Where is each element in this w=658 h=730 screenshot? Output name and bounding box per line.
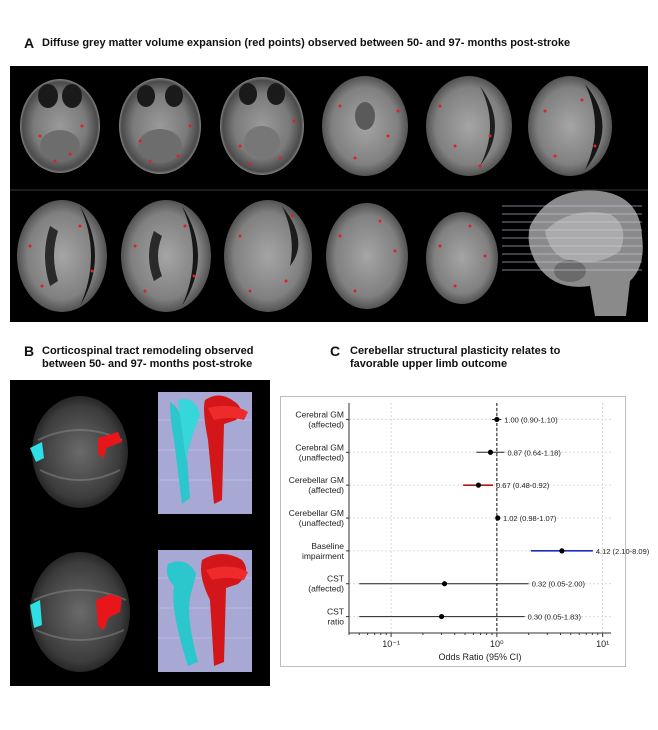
ci-text-0: 1.00 (0.90-1.10) [504, 415, 558, 424]
point-estimate-0 [494, 416, 500, 423]
row-label-0-line1: Cerebral GM [295, 409, 344, 419]
axial-slice-5 [426, 76, 512, 176]
panel-a-image [10, 66, 648, 322]
x-tick-label-0: 10⁻¹ [382, 639, 400, 649]
axial-slice-3 [220, 77, 304, 175]
panel-b-letter: B [24, 343, 35, 359]
dti-slice-top [30, 396, 128, 508]
row-label-3-line1: Cerebellar GM [289, 508, 344, 518]
ci-text-2: 0.67 (0.48-0.92) [496, 481, 550, 490]
row-label-2-line2: (affected) [308, 485, 344, 495]
row-label-4-line1: Baseline [311, 541, 344, 551]
panel-b-title-line1: Corticospinal tract remodeling observed [42, 345, 254, 357]
panel-c-title-line2: favorable upper limb outcome [350, 358, 508, 370]
row-label-6-line1: CST [327, 607, 344, 617]
row-label-2-line1: Cerebellar GM [289, 475, 344, 485]
dti-slice-bottom [30, 552, 130, 672]
red-points [28, 98, 597, 293]
axial-slice-11 [426, 212, 498, 304]
x-axis-label: Odds Ratio (95% CI) [438, 652, 521, 662]
tractography-figure [30, 392, 252, 672]
row-label-1-line2: (unaffected) [299, 452, 344, 462]
forest-plot-frame: 10⁻¹ 10⁰ 10¹ Odds Ratio (95% CI) Cerebral GM… [280, 396, 650, 667]
point-estimate-5 [441, 581, 448, 587]
axial-slice-1 [20, 79, 100, 173]
panel-c-letter: C [330, 343, 341, 359]
ci-text-4: 4.12 (2.10-8.09) [596, 547, 650, 556]
sagittal-slice [500, 190, 648, 322]
axial-slice-7 [17, 200, 107, 312]
x-tick-label-1: 10⁰ [490, 639, 504, 649]
ci-text-1: 0.87 (0.64-1.18) [507, 448, 561, 457]
row-label-5-line2: (affected) [308, 584, 344, 594]
point-estimate-2 [475, 482, 482, 488]
axial-slice-4 [322, 76, 408, 176]
row-label-5-line1: CST [327, 574, 344, 584]
panel-c-title-line1: Cerebellar structural plasticity relates… [350, 345, 561, 357]
panel-b-title-line2: between 50- and 97- months post-stroke [42, 358, 253, 370]
row-label-0-line2: (affected) [308, 419, 344, 429]
row-label-6-line2: ratio [327, 617, 344, 627]
point-estimate-1 [487, 449, 494, 455]
point-estimate-3 [495, 515, 501, 521]
ci-text-3: 1.02 (0.98-1.07) [503, 514, 557, 523]
x-tick-label-2: 10¹ [596, 639, 609, 649]
axial-slice-2 [119, 78, 201, 174]
row-label-4-line2: impairment [302, 551, 345, 561]
axial-slice-9 [224, 200, 312, 312]
panel-a-letter: A [24, 35, 35, 51]
tract-render-bottom [158, 550, 252, 672]
tract-render-top [158, 392, 252, 514]
row-label-1-line1: Cerebral GM [295, 442, 344, 452]
point-estimate-4 [559, 548, 565, 554]
mri-axial-slices [10, 76, 648, 322]
panel-a-title: Diffuse grey matter volume expansion (re… [42, 37, 571, 49]
ci-text-5: 0.32 (0.05-2.00) [532, 580, 586, 589]
axial-slice-6 [528, 76, 612, 176]
axial-slice-10 [326, 203, 408, 309]
forest-plot: 10⁻¹ 10⁰ 10¹ Odds Ratio (95% CI) Cerebral GM… [289, 403, 650, 662]
axial-slice-8 [121, 200, 211, 312]
panel-b-image [10, 380, 270, 686]
point-estimate-6 [438, 613, 445, 620]
row-label-3-line2: (unaffected) [299, 518, 344, 528]
ci-text-6: 0.30 (0.05-1.83) [528, 613, 582, 622]
